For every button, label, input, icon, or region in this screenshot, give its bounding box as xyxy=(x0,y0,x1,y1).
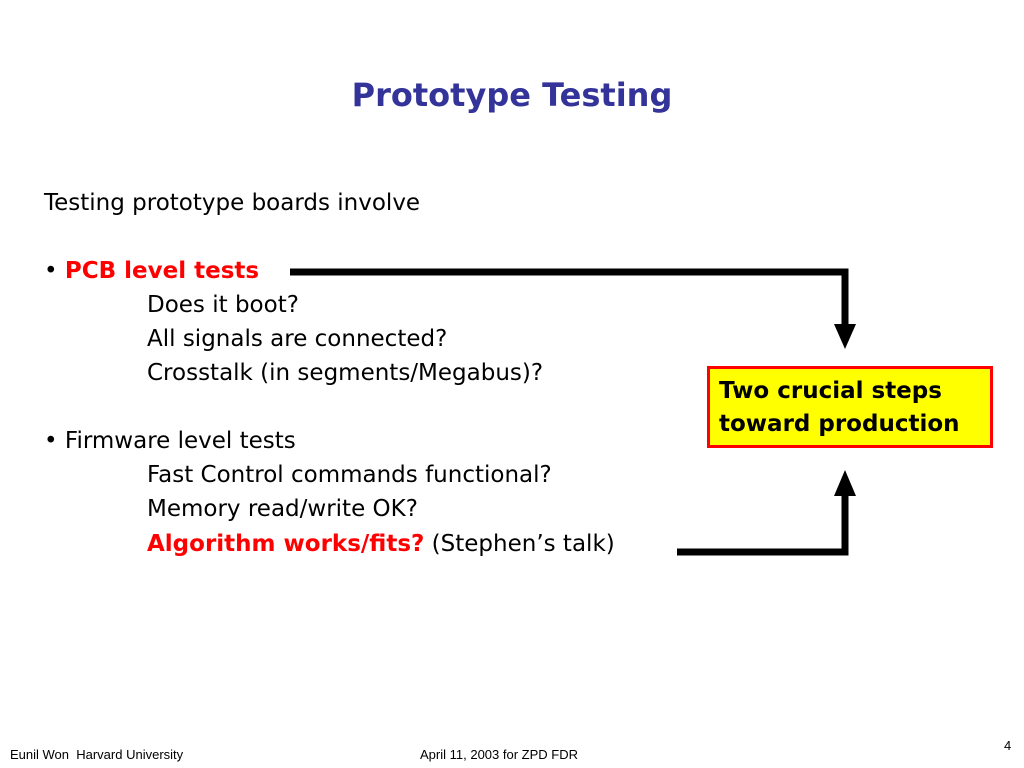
page-number: 4 xyxy=(1004,738,1012,753)
stephens-talk-note: (Stephen’s talk) xyxy=(424,531,615,557)
firmware-item-1: Fast Control commands functional? xyxy=(147,462,552,488)
firmware-item-2: Memory read/write OK? xyxy=(147,496,418,522)
slide-title: Prototype Testing xyxy=(351,76,673,114)
bullet-firmware: • Firmware level tests xyxy=(44,424,296,458)
bullet-glyph: • xyxy=(44,428,58,454)
intro-text: Testing prototype boards involve xyxy=(44,190,421,216)
footer-author: Eunil Won Harvard University xyxy=(10,747,184,762)
bottom-connector-arrow xyxy=(677,470,856,556)
pcb-item-2: All signals are connected? xyxy=(147,326,448,352)
firmware-heading: Firmware level tests xyxy=(64,428,296,454)
callout-box: Two crucial steps toward production xyxy=(707,366,993,448)
pcb-heading: PCB level tests xyxy=(64,258,260,284)
pcb-item-1: Does it boot? xyxy=(147,292,299,318)
pcb-item-3: Crosstalk (in segments/Megabus)? xyxy=(147,360,544,386)
bullet-pcb: • PCB level tests xyxy=(44,254,259,288)
footer-event: April 11, 2003 for ZPD FDR xyxy=(420,747,578,762)
callout-line-1: Two crucial steps xyxy=(719,378,942,404)
firmware-item-3: Algorithm works/fits? (Stephen’s talk) xyxy=(147,527,615,561)
callout-line-2: toward production xyxy=(719,411,960,437)
bullet-glyph: • xyxy=(44,258,58,284)
algorithm-highlight: Algorithm works/fits? xyxy=(147,531,425,557)
top-connector-arrow xyxy=(290,268,856,349)
